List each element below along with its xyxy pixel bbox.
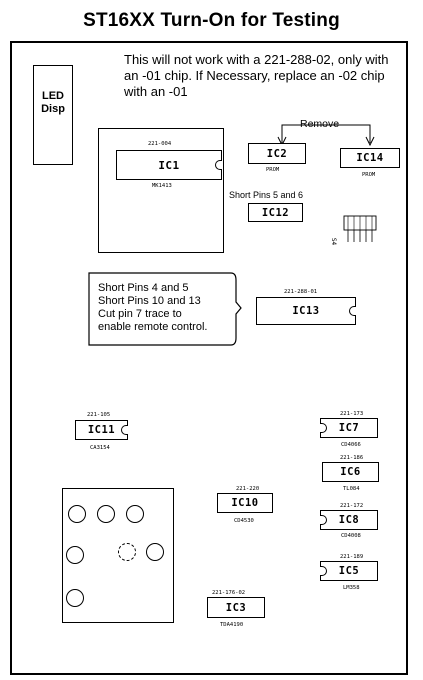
small-component-icon: [343, 215, 377, 242]
led-display: [33, 65, 73, 165]
led-display-label: LED Disp: [41, 90, 65, 115]
tuner-block: [62, 488, 174, 623]
remove-label: Remove: [300, 118, 340, 130]
ic12-label: IC12: [261, 206, 290, 219]
ic10-sub: CD4530: [234, 518, 254, 524]
short-pins-5-6-label: Short Pins 5 and 6: [229, 190, 304, 200]
ic1-notch: [215, 160, 222, 170]
ic10-chip: IC10: [217, 493, 273, 513]
mounting-hole-7: [66, 589, 84, 607]
ic11-notch: [121, 425, 128, 435]
ic10-part: 221-220: [236, 486, 260, 492]
ic3-chip: IC3: [207, 597, 265, 618]
ic12-chip: IC12: [248, 203, 303, 222]
ic1-label: IC1: [158, 158, 180, 172]
ic11-sub: CA3154: [90, 445, 110, 451]
ic6-label: IC6: [340, 466, 361, 478]
mounting-hole-6: [146, 543, 164, 561]
ic5-chip: IC5: [320, 561, 378, 581]
ic6-chip: IC6: [322, 462, 379, 482]
ic13-chip: IC13: [256, 297, 356, 325]
ic11-chip: IC11: [75, 420, 128, 440]
mounting-hole-4: [66, 546, 84, 564]
mounting-hole-2: [97, 505, 115, 523]
ic5-sub: LM358: [343, 585, 360, 591]
ic8-part: 221-172: [340, 503, 364, 509]
ic1-area: [98, 128, 224, 253]
mounting-hole-5: [118, 543, 136, 561]
ic8-label: IC8: [338, 514, 360, 526]
ic5-notch: [320, 566, 327, 576]
ic6-part: 221-186: [340, 455, 364, 461]
ic13-label: IC13: [292, 305, 320, 317]
ic8-sub: CD4008: [341, 533, 361, 539]
ic11-label: IC11: [87, 424, 116, 436]
ic7-chip: IC7: [320, 418, 378, 438]
ic14-chip: IC14: [340, 148, 400, 168]
ic7-notch: [320, 423, 327, 433]
ic1-part: 221-004: [148, 141, 172, 147]
ic5-label: IC5: [338, 565, 360, 577]
ic3-label: IC3: [225, 601, 247, 614]
ic7-label: IC7: [338, 422, 360, 434]
compatibility-note: This will not work with a 221-288-02, on…: [124, 52, 389, 99]
callout-box: [88, 272, 242, 346]
ic6-sub: TL084: [343, 486, 360, 492]
mounting-hole-3: [126, 505, 144, 523]
ic5-part: 221-189: [340, 554, 364, 560]
ic8-chip: IC8: [320, 510, 378, 530]
ic14-label: IC14: [356, 152, 384, 164]
mounting-hole-1: [68, 505, 86, 523]
ic7-sub: CD4066: [341, 442, 361, 448]
page-title: ST16XX Turn-On for Testing: [83, 10, 340, 31]
ic11-part: 221-105: [87, 412, 111, 418]
ic2-sub: PROM: [266, 167, 280, 173]
ic3-sub: TDA4190: [220, 622, 244, 628]
ic1-sub: MK1413: [152, 183, 172, 189]
component-side-label: S4: [330, 237, 338, 246]
ic1-chip: IC1: [116, 150, 222, 180]
ic8-notch: [320, 515, 327, 525]
ic13-part: 221-288-01: [284, 289, 318, 295]
ic13-notch: [349, 306, 356, 316]
ic7-part: 221-173: [340, 411, 364, 417]
ic2-chip: IC2: [248, 143, 306, 164]
callout-text: Short Pins 4 and 5 Short Pins 10 and 13 …: [98, 282, 208, 333]
ic10-label: IC10: [231, 497, 259, 509]
ic3-part: 221-176-02: [212, 590, 246, 596]
ic14-sub: PROM: [362, 172, 376, 178]
circuit-board: [10, 41, 408, 675]
ic2-label: IC2: [266, 147, 288, 160]
